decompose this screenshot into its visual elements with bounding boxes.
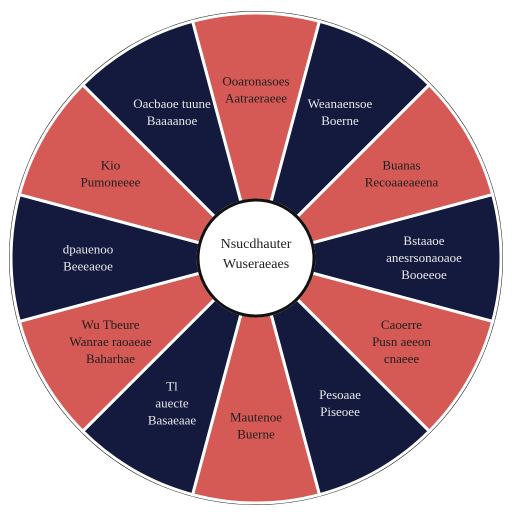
segment-label-11-line-1: Kio [101,158,121,173]
segment-label-1-line-1: Ooaronasoes [222,74,289,89]
segment-label-8-line-1: Tl [166,378,178,393]
center-label-line-2: Wuseraeaes [223,257,289,272]
segment-label-4-line-3: Booeeoe [401,267,447,282]
segment-label-12-line-2: Baaaanoe [147,113,198,128]
segment-label-10-line-1: dpauenoo [63,242,114,257]
segment-label-5-line-3: cnaeee [384,351,420,366]
segment-label-8-line-3: Basaeaae [148,412,197,427]
segment-label-10-line-2: Beeeaeoe [63,259,113,274]
segment-label-3-line-2: Recoaaeaeena [365,175,439,190]
segment-label-8-line-2: auecte [155,395,188,410]
segments-layer [9,11,503,505]
segment-label-7-line-2: Buerne [237,427,275,442]
segment-label-4-line-1: Bstaaoe [403,233,444,248]
segment-label-2-line-1: Weanaensoe [308,96,373,111]
segment-label-6-line-2: Piseoee [320,404,360,419]
segment-label-5-line-1: Caoerre [381,317,422,332]
center-label-line-1: Nsucdhauter [221,237,292,252]
segment-label-12-line-1: Oacbaoe tuune [133,96,211,111]
segment-label-5-line-2: Pusn aeeon [372,334,431,349]
segment-label-2-line-2: Boerne [321,113,359,128]
segment-label-9-line-2: Wanrae raoaeae [69,334,152,349]
segment-label-9-line-3: Baharhae [86,351,135,366]
segment-label-11-line-2: Pumoneeee [81,175,141,190]
center-hub [196,198,316,318]
segment-label-1-line-2: Aatraeraeee [225,91,287,106]
segment-label-6-line-1: Pesoaae [319,387,361,402]
segment-label-4-line-2: anesrsonaoaoe [386,250,462,265]
segment-label-3-line-1: Buanas [382,158,420,173]
segment-label-7-line-1: Mautenoe [230,410,282,425]
segment-label-9-line-1: Wu Tbeure [81,317,139,332]
